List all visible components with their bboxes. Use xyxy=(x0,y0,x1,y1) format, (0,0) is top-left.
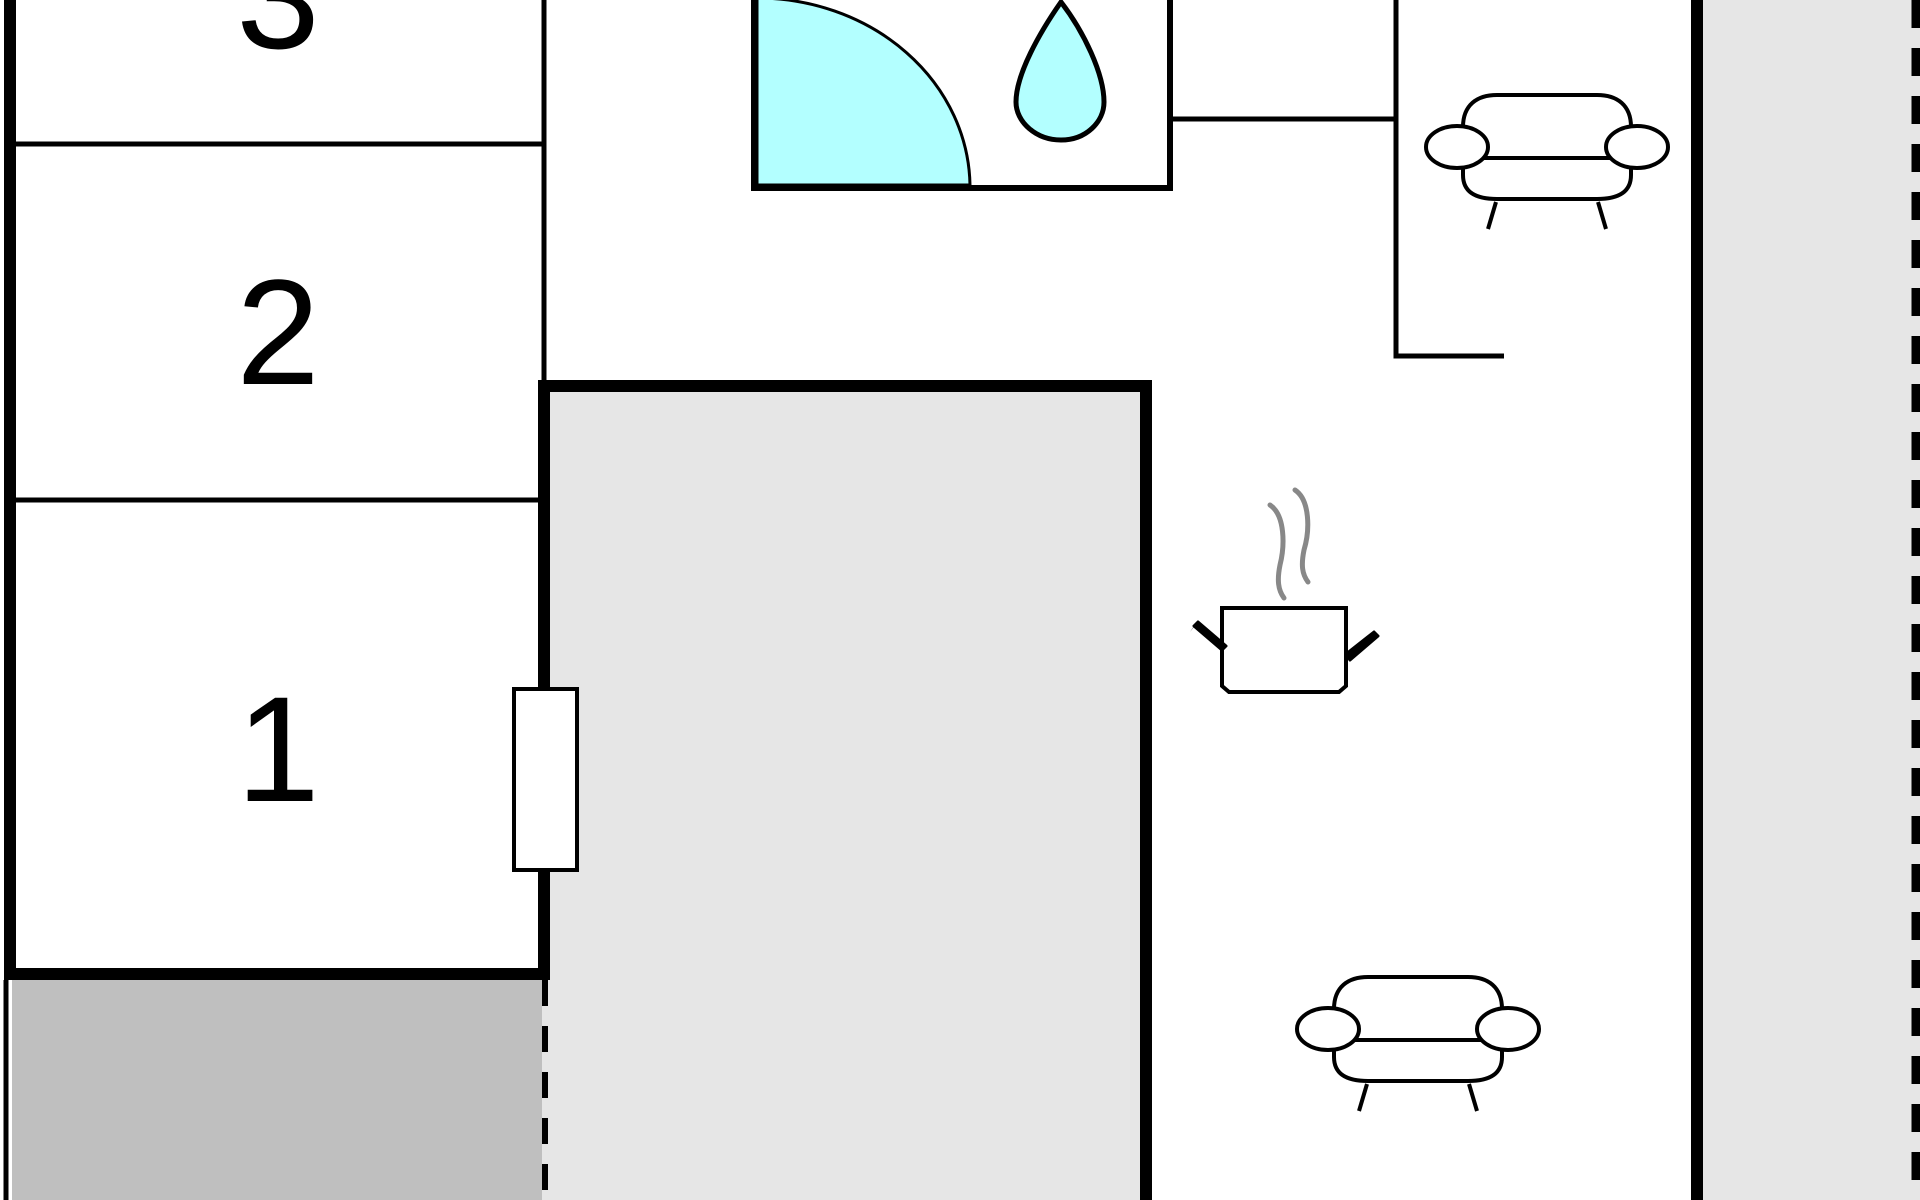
room-number-2: 2 xyxy=(236,248,319,416)
right-outer-area xyxy=(1700,0,1920,1200)
cooking-pot-icon xyxy=(1190,487,1380,694)
water-drop-icon xyxy=(1013,0,1107,143)
door-block xyxy=(512,687,579,872)
sofa-icon xyxy=(1424,93,1670,230)
hall-area xyxy=(544,386,1146,1200)
room-number-1: 1 xyxy=(236,665,319,833)
room-number-3: 3 xyxy=(236,0,319,80)
terrace-area xyxy=(12,976,542,1200)
closet-partition-wall xyxy=(1393,0,1504,359)
sofa-icon xyxy=(1295,975,1541,1112)
hall-outline-wall xyxy=(538,380,1152,1200)
shower-icon xyxy=(755,0,972,187)
